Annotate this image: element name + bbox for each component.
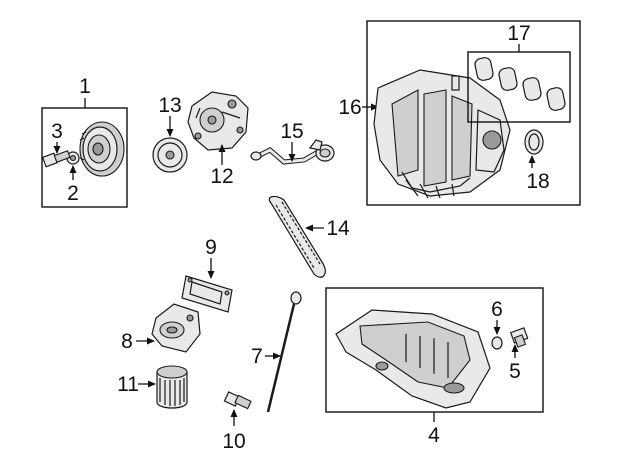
throttle-body-gasket [524,129,544,155]
callout-5: 5 [509,360,521,383]
oil-filter [156,365,188,409]
callout-10: 10 [222,430,245,453]
drain-plug-gasket [491,336,503,350]
intake-manifold [373,69,511,199]
manifold-stud [451,75,460,91]
oil-pump-sprocket [152,137,188,173]
group-box-intake [366,20,581,206]
callout-7: 7 [251,345,263,368]
drain-plug [509,327,529,348]
callout-18: 18 [526,170,549,193]
intake-gasket-set [474,57,566,111]
callout-17: 17 [507,22,530,45]
oil-dipstick [266,291,302,413]
oil-pump [187,91,249,151]
callout-8: 8 [121,330,133,353]
callout-11: 11 [117,373,139,396]
callout-9: 9 [205,236,217,259]
callout-14: 14 [326,217,350,240]
callout-16: 16 [338,96,361,119]
callout-4: 4 [428,424,440,447]
filter-adapter-gasket [181,275,233,313]
callout-12: 12 [210,165,233,188]
oil-pump-chain [268,195,326,278]
callout-3: 3 [51,120,63,143]
callout-1: 1 [79,75,91,98]
callout-6: 6 [491,298,503,321]
pulley-bolt [41,150,71,168]
oil-pan [335,309,491,409]
callout-2: 2 [67,182,79,205]
callout-15: 15 [280,120,303,143]
oil-pressure-sender [223,391,252,410]
oil-filter-adapter [151,303,201,353]
callout-13: 13 [158,94,181,117]
crankshaft-pulley [79,121,125,177]
